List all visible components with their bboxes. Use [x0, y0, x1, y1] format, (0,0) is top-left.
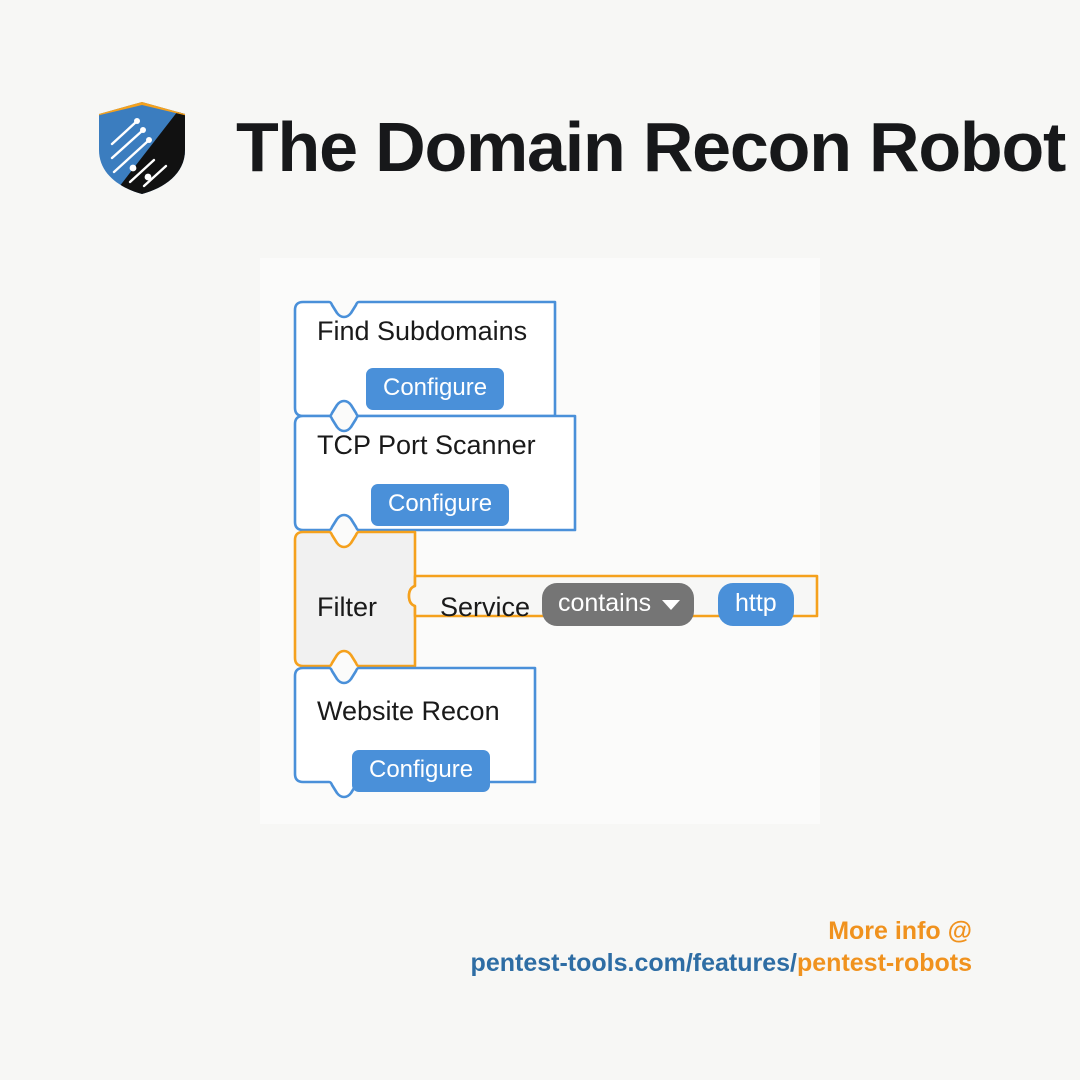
- footer-more-info: More info @: [828, 917, 972, 945]
- condition-field-label: Service: [440, 592, 531, 622]
- condition-operator-label: contains: [558, 589, 652, 617]
- condition-value-label: http: [735, 589, 777, 617]
- configure-button-tcp-port-scanner[interactable]: Configure: [371, 484, 510, 526]
- block-title-find-subdomains: Find Subdomains: [317, 316, 528, 346]
- shield-logo-icon: [99, 102, 185, 194]
- block-title-tcp-port-scanner: TCP Port Scanner: [317, 430, 536, 460]
- footer-url[interactable]: pentest-tools.com/features/pentest-robot…: [471, 947, 972, 979]
- footer-url-base: pentest-tools.com/features/: [470, 949, 797, 977]
- block-title-website-recon: Website Recon: [317, 696, 500, 726]
- condition-operator-dropdown[interactable]: contains: [542, 583, 695, 626]
- page-title: The Domain Recon Robot: [236, 108, 1066, 186]
- configure-button-find-subdomains[interactable]: Configure: [366, 368, 505, 410]
- workflow-canvas[interactable]: Find Subdomains Configure TCP Port Scann…: [260, 258, 820, 824]
- footer: More info @ pentest-tools.com/features/p…: [471, 915, 972, 979]
- footer-url-path: pentest-robots: [797, 949, 972, 977]
- configure-button-website-recon[interactable]: Configure: [352, 750, 491, 792]
- workflow-workspace: Find Subdomains Configure TCP Port Scann…: [260, 258, 820, 824]
- chevron-down-icon: [662, 599, 681, 610]
- page-header: The Domain Recon Robot: [96, 98, 1066, 196]
- condition-value-field[interactable]: http: [718, 583, 794, 626]
- block-title-filter: Filter: [317, 592, 377, 622]
